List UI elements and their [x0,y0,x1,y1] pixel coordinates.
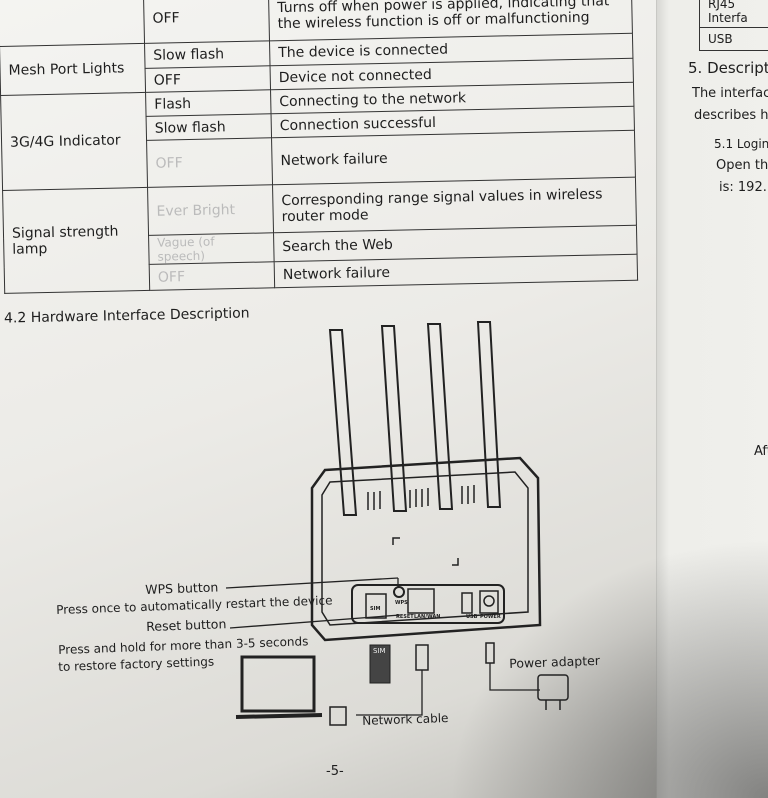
sim-card-icon [369,644,391,684]
lan-port [407,588,435,614]
wps-leader-line [225,577,399,589]
right-page-heading: 5. Descriptio [688,59,768,77]
antennas [328,321,502,516]
table-row: RJ45 Interfa [699,0,768,28]
power-adapter-icon [537,674,569,701]
table-row: USB [699,27,768,51]
right-page-paragraph-2: describes ho [694,108,768,123]
left-page: OFF Turns off when power is applied, ind… [0,0,638,779]
port-label-reset: RESET [396,614,414,620]
sim-card-label: SIM [373,647,386,655]
port-label-sim: SIM [370,606,381,612]
port-label-wps: WPS [395,600,408,606]
power-adapter-label: Power adapter [509,652,601,671]
port-label-usb: USB [466,614,478,620]
port-label-lan-wan: LAN/WAN [414,614,441,620]
laptop-icon [240,655,316,713]
port-label-power: POWER [480,614,501,620]
right-page-line-2: is: 192.1 [719,180,768,195]
right-page-subheading: 5.1 Login [714,137,768,151]
right-page-line-1: Open the [716,158,768,173]
vent-slots [367,485,475,510]
page-number: -5- [326,764,344,779]
router-diagram [225,321,569,726]
table-cell: RJ45 Interfa [699,0,768,28]
router-body [310,456,542,642]
right-page-fragment: Aft [754,444,768,459]
table-cell: USB [699,27,768,51]
reset-leader-line [229,614,401,629]
reset-button-label: Reset button [146,616,227,634]
right-page-table: RJ45 Interfa USB [699,0,768,51]
right-page: RJ45 Interfa USB 5. Descriptio The inter… [656,0,768,798]
right-page-paragraph-1: The interface [692,86,768,101]
wps-button-label: WPS button [145,579,219,597]
